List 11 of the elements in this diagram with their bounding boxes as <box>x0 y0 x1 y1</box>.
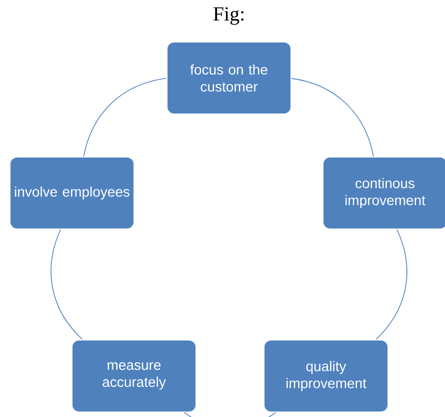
process-box: continous improvement <box>322 156 445 230</box>
title: Fig: <box>213 7 244 25</box>
connector-arc <box>376 229 408 340</box>
process-box: measure accurately <box>72 340 196 412</box>
connector-arc <box>83 78 167 157</box>
process-box: quality improvement <box>264 340 388 412</box>
connector-arc <box>50 229 83 340</box>
connector-arc <box>184 412 276 417</box>
connector-arc <box>291 78 374 157</box>
process-box: focus on the customer <box>166 42 292 114</box>
process-box: involve employees <box>10 156 134 230</box>
